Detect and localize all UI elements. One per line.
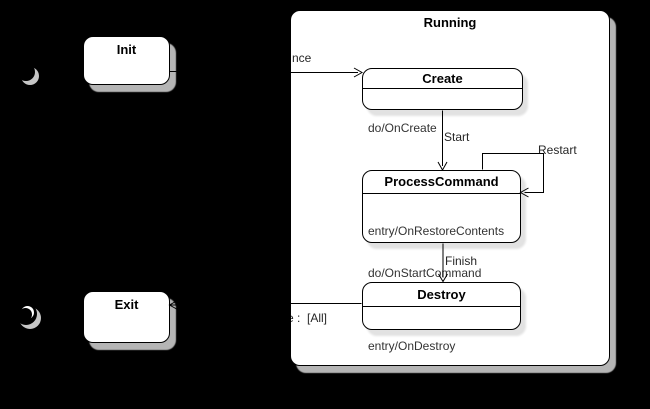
state-exit: Exit	[83, 291, 170, 343]
process-command-title: ProcessCommand	[363, 171, 520, 194]
process-command-action: entry/OnRestoreContents	[368, 224, 505, 238]
init-title: Init	[116, 42, 137, 57]
state-process-command: ProcessCommand entry/OnRestoreContents d…	[362, 170, 521, 322]
transition-label-into-create-fragment: nce	[292, 51, 312, 65]
destroy-action: entry/OnDestroy	[368, 339, 456, 353]
final-state-inner-dot	[19, 308, 32, 321]
state-create: Create do/OnCreate	[362, 68, 523, 135]
state-destroy: Destroy entry/OnDestroy	[362, 282, 521, 353]
transition-label-finish: Finish	[445, 254, 478, 268]
create-title: Create	[363, 69, 522, 89]
final-state-marker	[13, 300, 45, 332]
transition-label-to-exit-fragment: e : [All]	[290, 311, 328, 325]
process-command-action: do/OnStartCommand	[368, 266, 482, 280]
exit-title: Exit	[114, 297, 139, 312]
state-init: Init	[83, 36, 170, 85]
arrowhead-into-exit	[168, 300, 178, 310]
initial-state-marker	[15, 61, 45, 89]
destroy-title: Destroy	[363, 283, 520, 307]
create-action: do/OnCreate	[368, 121, 437, 135]
initial-state-dot	[17, 63, 35, 81]
running-title: Running	[423, 15, 477, 30]
transition-label-restart: Restart	[538, 143, 577, 157]
transition-label-start: Start	[444, 130, 470, 144]
